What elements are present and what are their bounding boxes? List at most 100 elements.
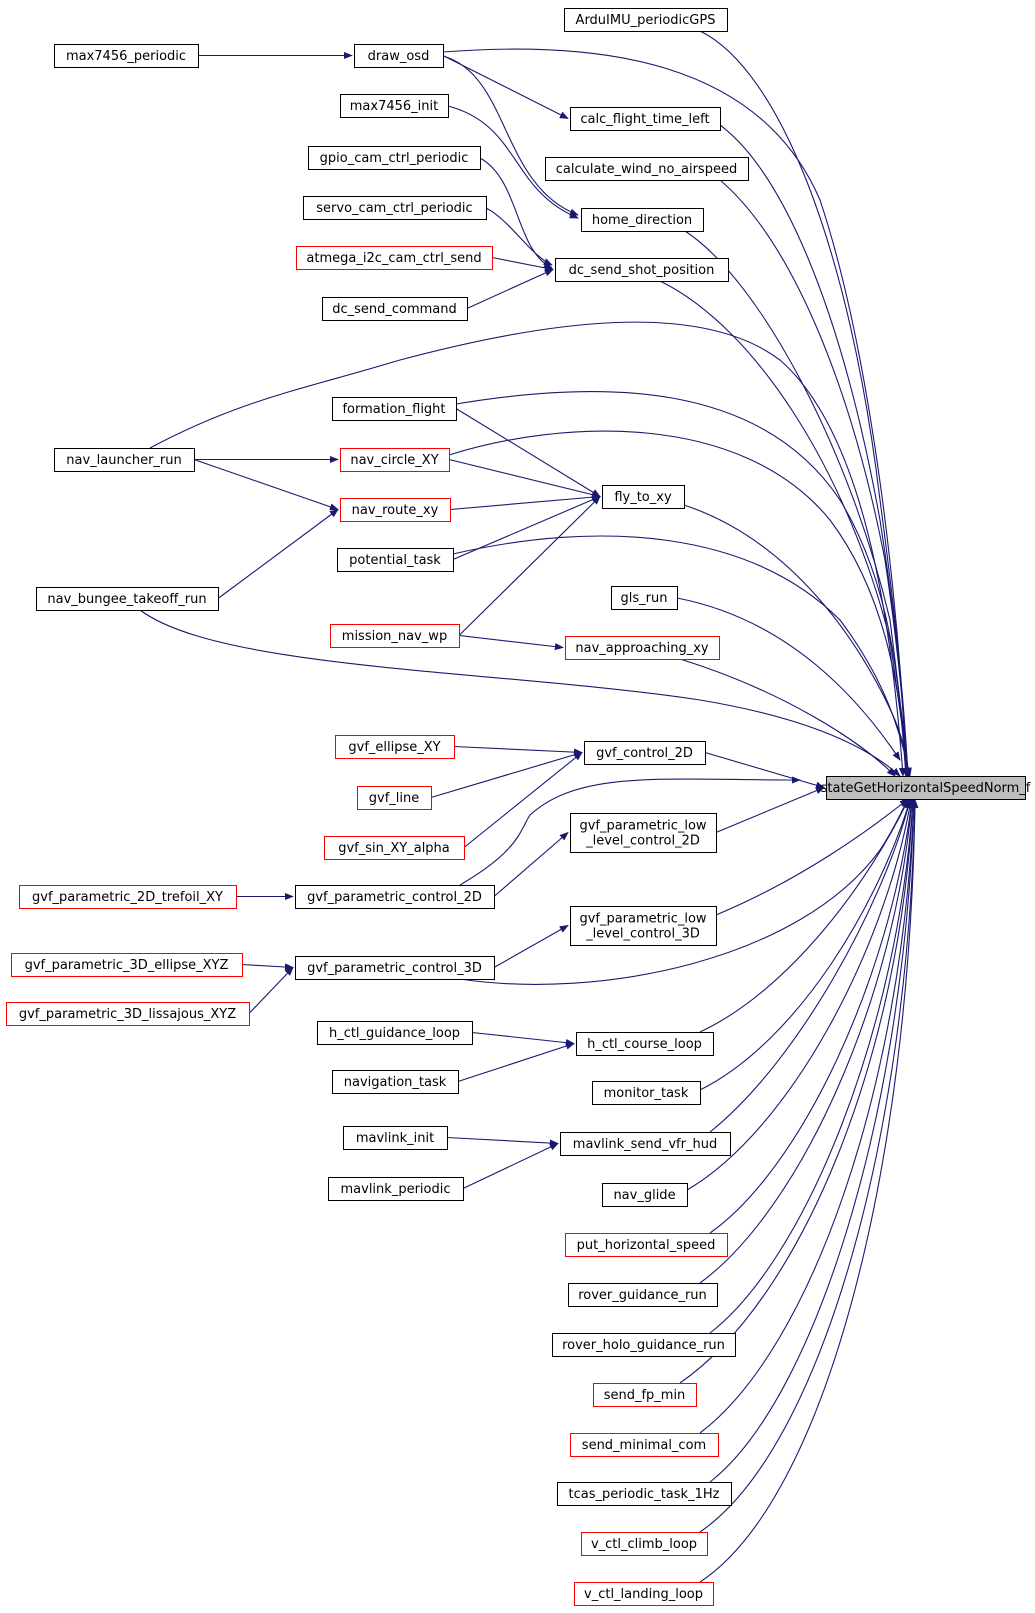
edge-rover_guidance-to-root <box>699 799 915 1284</box>
node-box <box>340 94 449 118</box>
edge-dc_send_command-to-dc_send_shot <box>466 268 554 310</box>
node-gvf-lissajous[interactable]: gvf_parametric_3D_lissajous_XYZ <box>6 1002 250 1026</box>
node-gpio-cam[interactable]: gpio_cam_ctrl_periodic <box>308 146 481 170</box>
node-potential-task[interactable]: potential_task <box>337 548 454 572</box>
node-nav-bungee[interactable]: nav_bungee_takeoff_run <box>36 587 219 611</box>
node-box <box>593 1383 697 1407</box>
node-tcas-periodic[interactable]: tcas_periodic_task_1Hz <box>557 1482 732 1506</box>
edge-line <box>471 1031 575 1047</box>
node-label: mission_nav_wp <box>342 629 447 644</box>
node-nav-circle-xy[interactable]: nav_circle_XY <box>340 448 450 472</box>
edge-nav_glide-to-root <box>686 799 914 1191</box>
node-put-hspeed[interactable]: put_horizontal_speed <box>565 1233 728 1257</box>
node-label: ArduIMU_periodicGPS <box>576 13 716 28</box>
node-gls-run[interactable]: gls_run <box>611 586 678 610</box>
node-gvf-ellipse-xyz[interactable]: gvf_parametric_3D_ellipse_XYZ <box>11 953 243 977</box>
edge-tcas_periodic-to-root <box>709 799 918 1483</box>
node-gvf-control-2d[interactable]: gvf_control_2D <box>584 741 706 765</box>
node-box <box>574 1582 714 1606</box>
node-label: send_minimal_com <box>582 1438 706 1453</box>
edge-line <box>452 535 912 777</box>
node-monitor-task[interactable]: monitor_task <box>592 1081 701 1105</box>
edge-line <box>448 458 601 499</box>
node-servo-cam[interactable]: servo_cam_ctrl_periodic <box>303 196 487 220</box>
node-nav-glide[interactable]: nav_glide <box>602 1183 688 1207</box>
node-gvf-trefoil[interactable]: gvf_parametric_2D_trefoil_XY <box>19 885 237 909</box>
node-gvf-param-2d[interactable]: gvf_parametric_control_2D <box>295 885 495 909</box>
node-rover-holo[interactable]: rover_holo_guidance_run <box>552 1333 736 1357</box>
node-gvf-param-3d[interactable]: gvf_parametric_control_3D <box>295 956 495 980</box>
node-label: nav_route_xy <box>352 503 439 518</box>
node-label: nav_launcher_run <box>66 453 182 468</box>
node-label: gvf_parametric_control_2D <box>307 890 482 905</box>
node-formation-flight[interactable]: formation_flight <box>332 397 457 421</box>
node-v-ctl-landing[interactable]: v_ctl_landing_loop <box>574 1582 714 1606</box>
node-gvf-sin[interactable]: gvf_sin_XY_alpha <box>324 836 465 860</box>
node-max7456-periodic[interactable]: max7456_periodic <box>54 44 199 68</box>
node-box <box>611 586 678 610</box>
node-v-ctl-climb[interactable]: v_ctl_climb_loop <box>581 1532 708 1556</box>
edge-max7456_init-to-home_direction <box>447 105 579 219</box>
node-draw-osd[interactable]: draw_osd <box>354 44 444 68</box>
edge-nav_bungee-to-root <box>139 609 901 777</box>
node-dc-send-command[interactable]: dc_send_command <box>322 297 468 321</box>
edge-line <box>699 799 912 1091</box>
node-root[interactable]: stateGetHorizontalSpeedNorm_f <box>821 776 1031 800</box>
node-mavlink-init[interactable]: mavlink_init <box>343 1126 448 1150</box>
node-nav-approaching-xy[interactable]: nav_approaching_xy <box>565 636 720 660</box>
node-max7456-init[interactable]: max7456_init <box>340 94 449 118</box>
node-gvf-ellipse-xy[interactable]: gvf_ellipse_XY <box>335 735 455 759</box>
edge-line <box>699 799 919 1583</box>
edge-line <box>248 966 294 1014</box>
node-nav-route-xy[interactable]: nav_route_xy <box>340 498 451 522</box>
node-calculate-wind[interactable]: calculate_wind_no_airspeed <box>545 157 749 181</box>
node-h-ctl-course[interactable]: h_ctl_course_loop <box>576 1032 714 1056</box>
node-mavlink-vfr[interactable]: mavlink_send_vfr_hud <box>560 1132 731 1156</box>
node-box <box>565 636 720 660</box>
node-box <box>555 258 729 282</box>
node-h-ctl-guidance[interactable]: h_ctl_guidance_loop <box>317 1021 473 1045</box>
node-label: nav_circle_XY <box>350 453 438 468</box>
edge-potential_task-to-fly_to_xy <box>452 495 601 561</box>
node-gvf-low-2d[interactable]: gvf_parametric_low_level_control_2D <box>570 813 717 853</box>
edge-gvf_lissajous-to-gvf_param_3d <box>248 966 294 1014</box>
node-arduimu-gps[interactable]: ArduIMU_periodicGPS <box>564 8 728 32</box>
node-box <box>565 1233 728 1257</box>
edge-line <box>679 658 896 777</box>
edge-gvf_ellipse_xyz-to-gvf_param_3d <box>241 963 294 971</box>
node-mission-nav-wp[interactable]: mission_nav_wp <box>330 624 460 648</box>
node-nav-launcher-run[interactable]: nav_launcher_run <box>54 448 195 472</box>
node-box <box>335 735 455 759</box>
node-send-fp-min[interactable]: send_fp_min <box>593 1383 697 1407</box>
node-label: gvf_parametric_control_3D <box>307 961 482 976</box>
node-dc-send-shot[interactable]: dc_send_shot_position <box>555 258 729 282</box>
edge-line <box>709 799 912 1133</box>
node-navigation-task[interactable]: navigation_task <box>332 1070 459 1094</box>
node-gvf-line[interactable]: gvf_line <box>357 786 432 810</box>
node-box <box>602 485 685 509</box>
edge-gpio_cam-to-dc_send_shot <box>479 157 553 269</box>
edge-line <box>448 430 911 777</box>
node-label: nav_glide <box>613 1188 675 1203</box>
node-label: v_ctl_climb_loop <box>591 1537 697 1552</box>
node-fly-to-xy[interactable]: fly_to_xy <box>602 485 685 509</box>
node-home-direction[interactable]: home_direction <box>581 208 704 232</box>
node-label: potential_task <box>349 553 441 568</box>
node-send-minimal-com[interactable]: send_minimal_com <box>570 1433 719 1457</box>
node-gvf-low-3d[interactable]: gvf_parametric_low_level_control_3D <box>570 906 717 946</box>
node-label: _level_control_3D <box>585 927 700 942</box>
node-mavlink-periodic[interactable]: mavlink_periodic <box>328 1177 464 1201</box>
edge-gvf_control_2d-to-root <box>704 751 825 789</box>
node-box <box>343 1126 448 1150</box>
edge-calc_flight_time_left-to-root <box>719 124 911 777</box>
node-box <box>570 906 717 946</box>
node-rover-guidance[interactable]: rover_guidance_run <box>568 1283 718 1307</box>
node-calc-flight-time-left[interactable]: calc_flight_time_left <box>570 107 721 131</box>
node-label: gpio_cam_ctrl_periodic <box>320 151 469 166</box>
node-box <box>303 196 487 220</box>
node-label: home_direction <box>592 213 692 228</box>
node-atmega-cam[interactable]: atmega_i2c_cam_ctrl_send <box>296 246 493 270</box>
node-box <box>570 107 721 131</box>
node-label: mavlink_periodic <box>341 1182 451 1197</box>
edge-line <box>463 751 583 848</box>
